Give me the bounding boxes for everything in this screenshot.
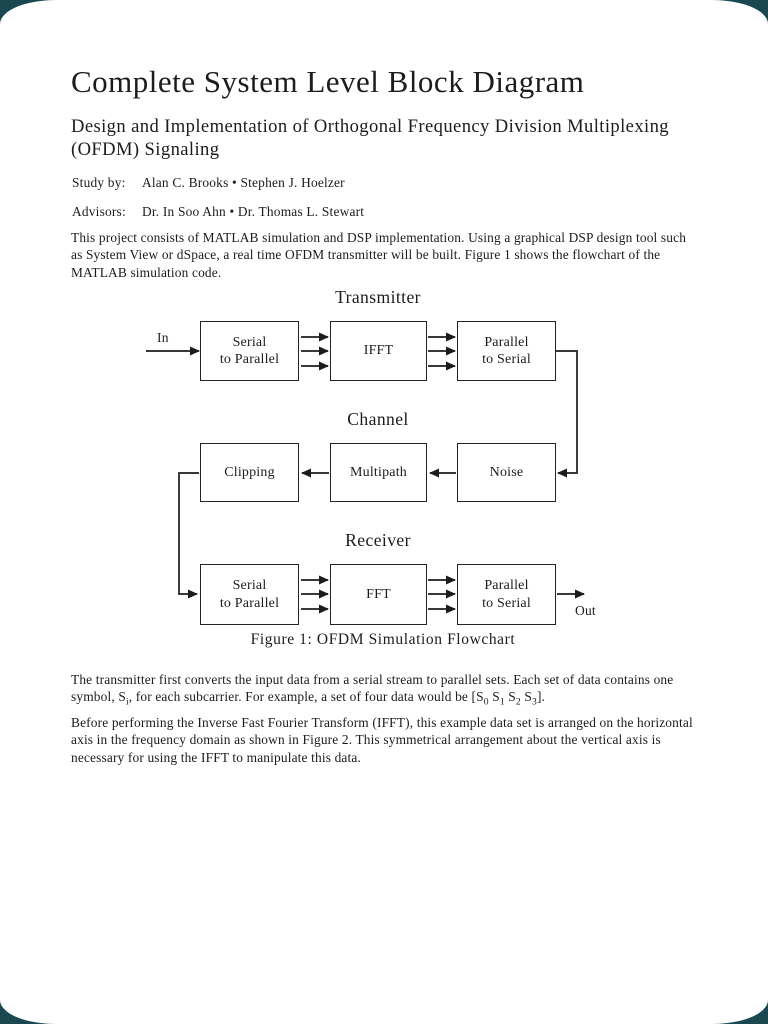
- in-port-label: In: [157, 330, 169, 345]
- block-noise: Noise: [457, 443, 556, 502]
- connector-clipping-to-rx-s2p: [178, 472, 199, 599]
- advisors-value: Dr. In Soo Ahn • Dr. Thomas L. Stewart: [142, 204, 365, 219]
- advisors-label: Advisors:: [72, 204, 126, 219]
- block-tx-parallel-to-serial: Parallel to Serial: [457, 321, 556, 381]
- study-by-label: Study by:: [72, 175, 126, 190]
- study-by-row: Study by:: [72, 174, 126, 192]
- paragraph-intro: This project consists of MATLAB simulati…: [71, 230, 687, 280]
- block-rx-parallel-to-serial: Parallel to Serial: [457, 564, 556, 625]
- out-port-label: Out: [575, 603, 596, 618]
- paragraph-ifft: Before performing the Inverse Fast Fouri…: [71, 715, 693, 765]
- section-heading-transmitter: Transmitter: [335, 287, 421, 307]
- connector-tx-p2s-to-noise: [556, 350, 578, 478]
- section-heading-channel: Channel: [347, 409, 409, 429]
- block-rx-fft: FFT: [330, 564, 427, 625]
- study-by-value: Alan C. Brooks • Stephen J. Hoelzer: [142, 175, 345, 190]
- block-rx-serial-to-parallel: Serial to Parallel: [200, 564, 299, 625]
- doc-subtitle: Design and Implementation of Orthogonal …: [71, 116, 669, 160]
- section-heading-receiver: Receiver: [345, 530, 411, 550]
- advisors-value-wrap: Dr. In Soo Ahn • Dr. Thomas L. Stewart: [142, 203, 364, 221]
- figure-caption: Figure 1: OFDM Simulation Flowchart: [250, 631, 516, 648]
- paragraph-symbols: The transmitter first converts the input…: [71, 672, 674, 709]
- block-clipping: Clipping: [200, 443, 299, 502]
- study-by-value-wrap: Alan C. Brooks • Stephen J. Hoelzer: [142, 174, 345, 192]
- block-tx-ifft: IFFT: [330, 321, 427, 381]
- block-tx-serial-to-parallel: Serial to Parallel: [200, 321, 299, 381]
- advisors-row: Advisors:: [72, 203, 126, 221]
- page-title: Complete System Level Block Diagram: [71, 64, 585, 99]
- block-multipath: Multipath: [330, 443, 427, 502]
